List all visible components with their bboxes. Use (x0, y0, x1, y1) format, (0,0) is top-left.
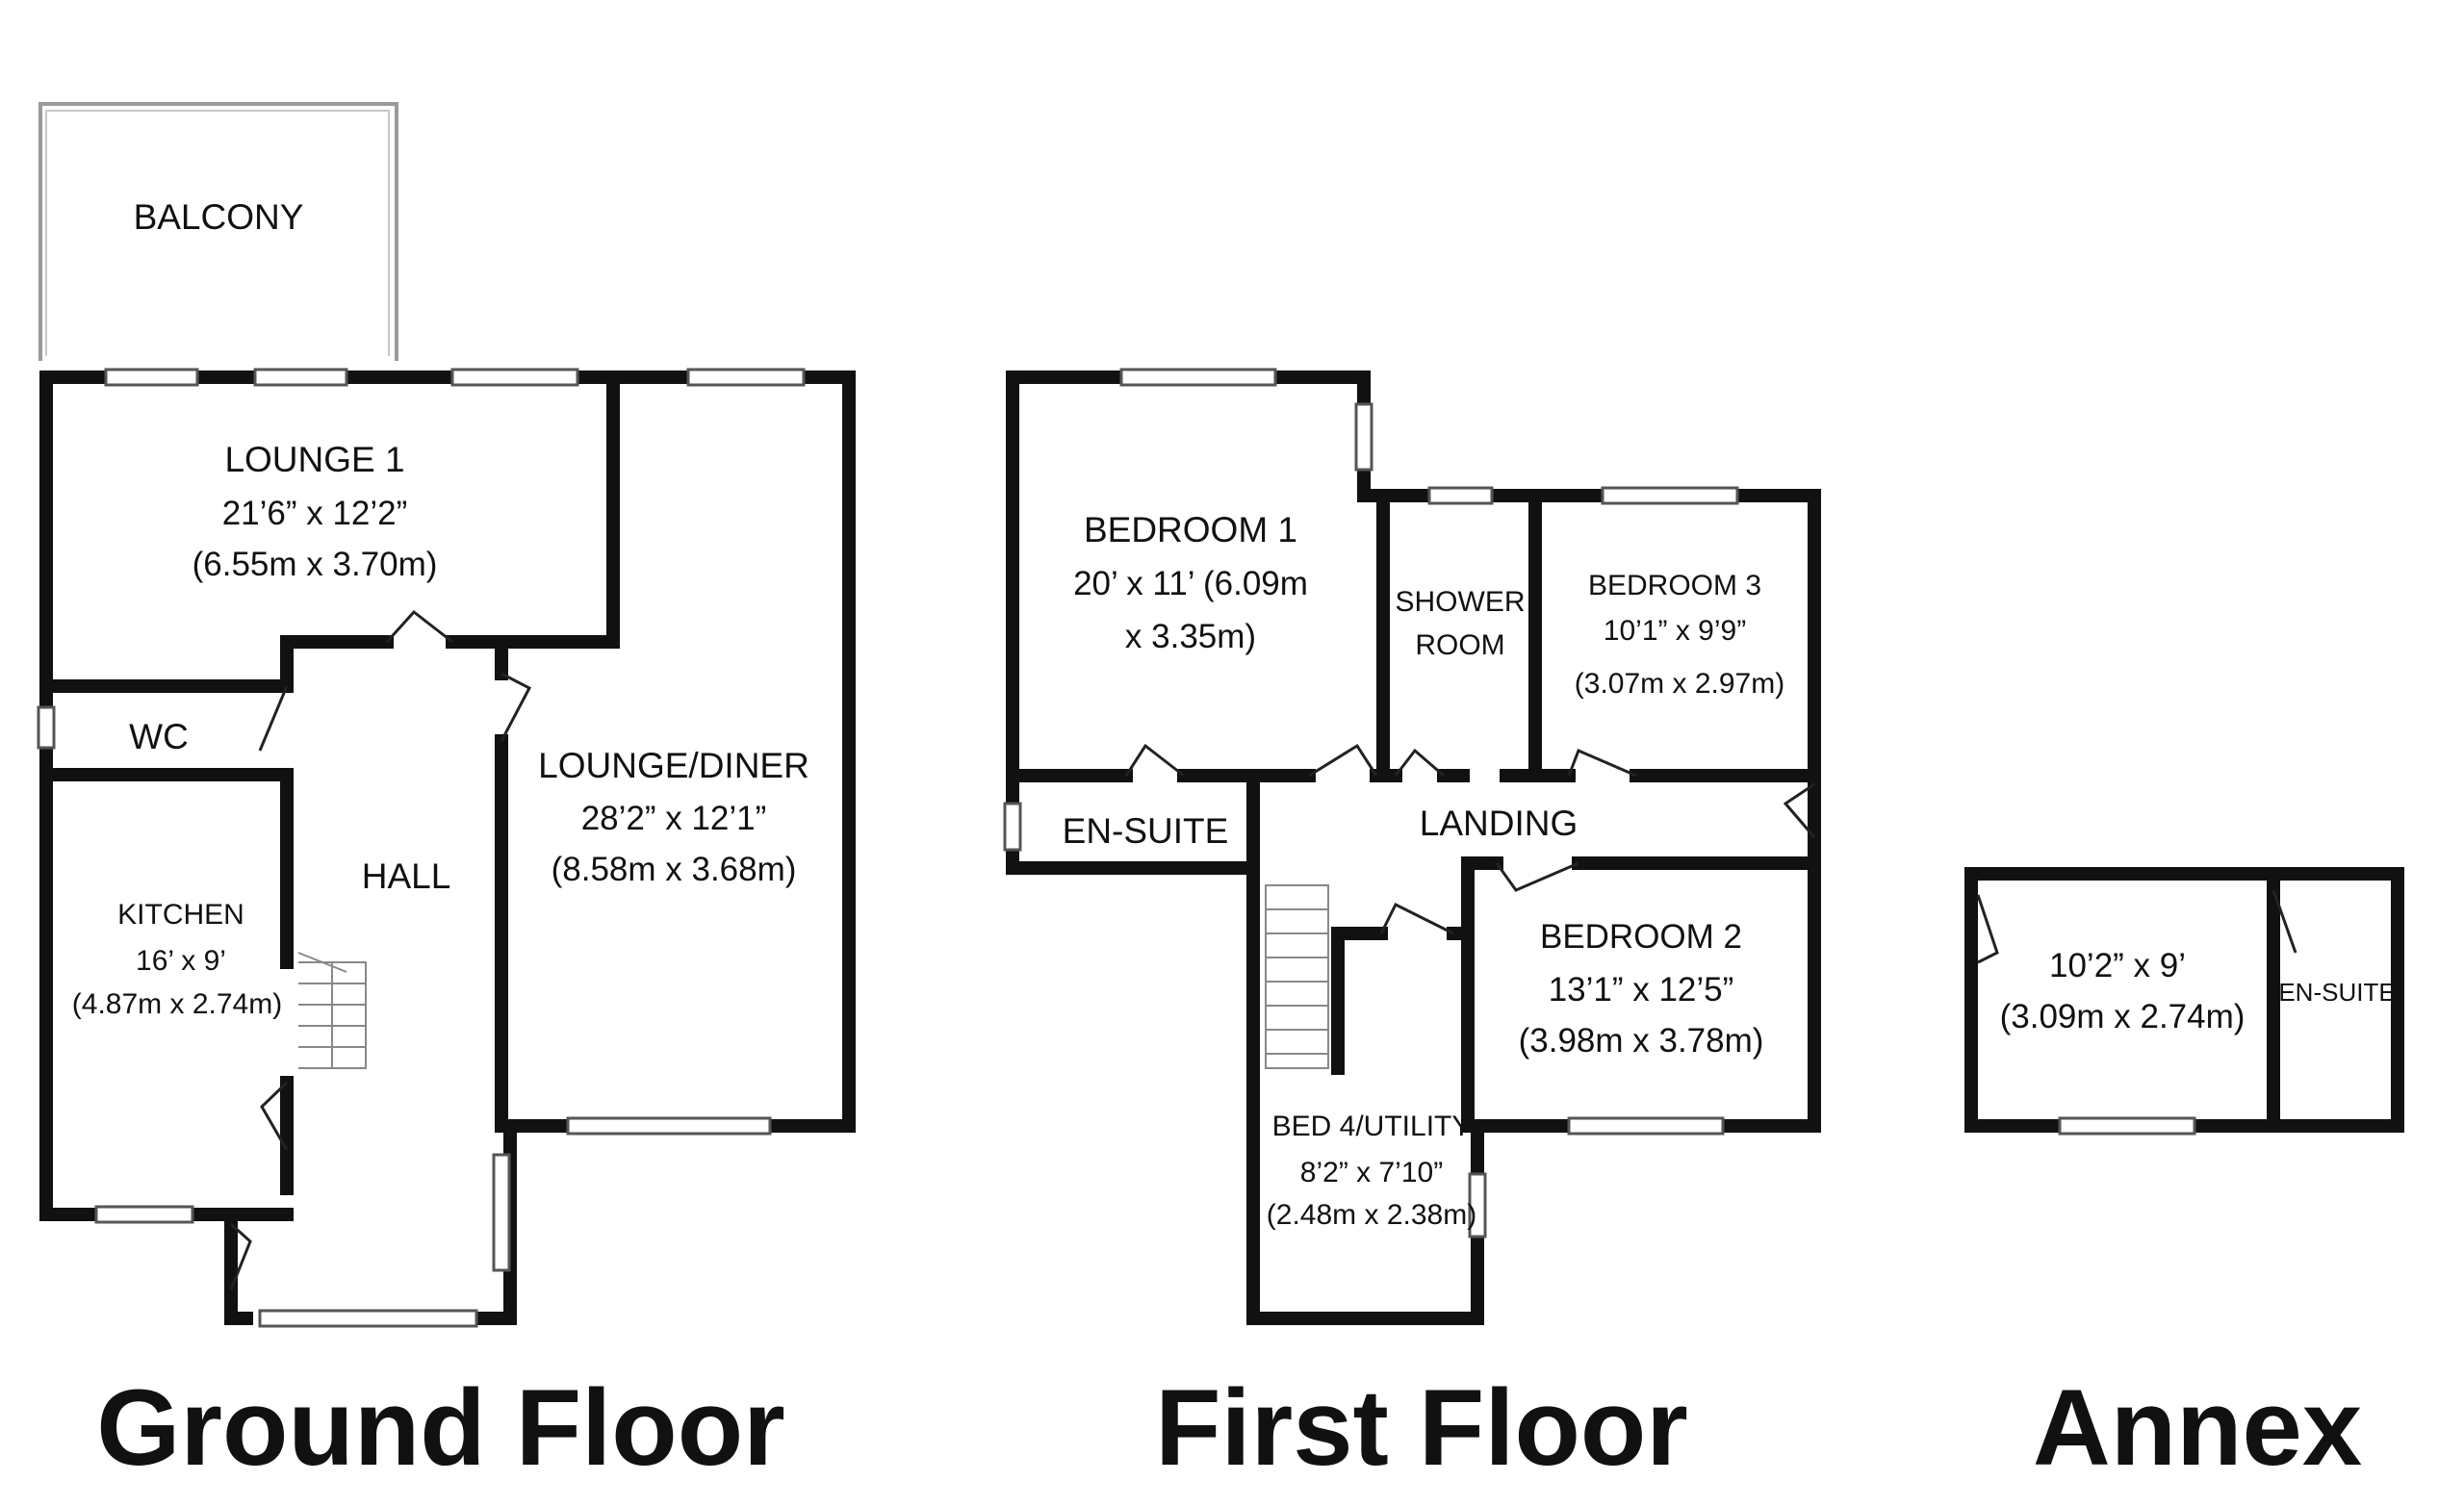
ground-floor-doors (229, 609, 532, 1290)
annex-dim-imperial: 10’2” x 9’ (2049, 947, 2186, 984)
kitchen-dim-metric: (4.87m x 2.74m) (72, 988, 282, 1020)
annex-windows (2058, 1116, 2196, 1136)
bedroom3-dim-metric: (3.07m x 2.97m) (1575, 668, 1784, 700)
first-floor-doors (1124, 743, 1816, 935)
bedroom2-label: BEDROOM 2 (1540, 918, 1742, 956)
bedroom1-label: BEDROOM 1 (1084, 510, 1297, 549)
balcony-outline (38, 102, 398, 361)
ground-floor-title: Ground Floor (96, 1367, 784, 1488)
ground-floor-windows (37, 368, 806, 1328)
shower-room-label-line2: ROOM (1415, 629, 1504, 661)
ground-floor-plan (37, 102, 856, 1328)
bedroom3-dim-imperial: 10’1” x 9’9” (1604, 615, 1746, 647)
lounge1-dim-metric: (6.55m x 3.70m) (192, 546, 438, 583)
bedroom2-dim-metric: (3.98m x 3.78m) (1519, 1022, 1764, 1060)
first-floor-plan (1003, 368, 1821, 1325)
annex-ensuite-label: EN-SUITE (2278, 978, 2395, 1007)
bedroom1-dim-line1: 20’ x 11’ (6.09m (1073, 565, 1308, 602)
first-floor-stairs (1265, 884, 1329, 1069)
balcony-label: BALCONY (134, 197, 304, 237)
lounge-diner-dim-metric: (8.58m x 3.68m) (552, 851, 797, 888)
annex-title: Annex (2033, 1367, 2362, 1488)
lounge1-label: LOUNGE 1 (224, 440, 404, 479)
kitchen-label: KITCHEN (117, 899, 244, 931)
first-floor-windows (1003, 368, 1739, 1239)
first-floor-title: First Floor (1155, 1367, 1688, 1488)
shower-room-label-line1: SHOWER (1396, 586, 1526, 618)
bedroom2-dim-imperial: 13’1” x 12’5” (1549, 971, 1734, 1009)
annex-dim-metric: (3.09m x 2.74m) (2000, 998, 2246, 1035)
bedroom3-label: BEDROOM 3 (1588, 570, 1761, 601)
annex-plan (1964, 867, 2404, 1136)
annex-doors (1976, 889, 2297, 964)
ensuite-label: EN-SUITE (1063, 811, 1229, 851)
ground-floor-stairs (297, 952, 367, 1069)
ground-floor-walls (39, 370, 856, 1325)
wc-label: WC (129, 717, 189, 756)
bed4-label: BED 4/UTILITY (1272, 1111, 1472, 1142)
lounge-diner-label: LOUNGE/DINER (538, 746, 809, 785)
lounge1-dim-imperial: 21’6” x 12’2” (222, 495, 408, 532)
lounge-diner-dim-imperial: 28’2” x 12’1” (581, 800, 767, 837)
bed4-dim-imperial: 8’2” x 7’10” (1300, 1157, 1443, 1188)
hall-label: HALL (362, 856, 451, 896)
bed4-dim-metric: (2.48m x 2.38m) (1267, 1199, 1476, 1231)
bedroom1-dim-line2: x 3.35m) (1125, 618, 1256, 655)
kitchen-dim-imperial: 16’ x 9’ (136, 945, 226, 977)
landing-label: LANDING (1420, 804, 1578, 843)
